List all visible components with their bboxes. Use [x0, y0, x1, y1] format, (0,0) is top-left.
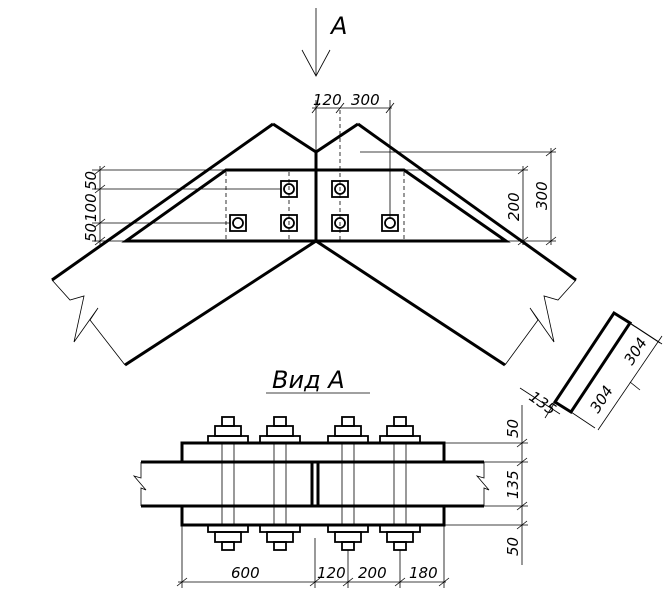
dim-50-section-bottom: 50 — [504, 537, 522, 556]
gusset-bolts — [229, 180, 399, 232]
top-dimensions: 120 300 — [311, 91, 395, 218]
dim-50-left-top: 50 — [82, 171, 100, 190]
section-title: Вид А — [272, 366, 345, 394]
view-arrow-a: A — [301, 8, 347, 77]
section-right-dimensions: 50 135 50 — [444, 405, 528, 565]
section-bolt — [207, 416, 249, 551]
dim-300-top: 300 — [351, 91, 380, 109]
section-bolt — [259, 416, 301, 551]
dim-600: 600 — [231, 564, 260, 582]
section-bottom-dimensions: 600 120 200 180 — [176, 525, 450, 588]
member-detail: 135 304 304 — [519, 310, 663, 431]
truss-members — [51, 122, 577, 367]
section-view — [132, 441, 490, 527]
dim-120-bottom: 120 — [317, 564, 346, 582]
section-bolt — [327, 416, 369, 551]
dim-300-right: 300 — [533, 181, 551, 210]
dim-200-right: 200 — [505, 192, 523, 221]
dim-180-bottom: 180 — [409, 564, 438, 582]
dim-304-detail-a: 304 — [586, 382, 617, 416]
dim-304-detail-b: 304 — [620, 334, 651, 368]
view-label-a: A — [329, 12, 347, 40]
dim-50-left-bottom: 50 — [82, 223, 100, 242]
dim-135-section: 135 — [504, 470, 522, 499]
dim-100-left: 100 — [82, 193, 100, 222]
section-title-group: Вид А — [266, 366, 370, 394]
bolt — [229, 214, 247, 232]
section-bolt — [379, 416, 421, 551]
dim-50-section-top: 50 — [504, 419, 522, 438]
section-bolts — [207, 416, 421, 551]
right-dimensions: 200 300 — [360, 147, 557, 246]
bolt-centerlines — [225, 110, 405, 240]
dim-200-bottom: 200 — [358, 564, 387, 582]
dim-120-top: 120 — [313, 91, 342, 109]
left-dimensions: 50 100 50 — [82, 165, 281, 246]
dim-135-detail: 135 — [526, 388, 560, 419]
